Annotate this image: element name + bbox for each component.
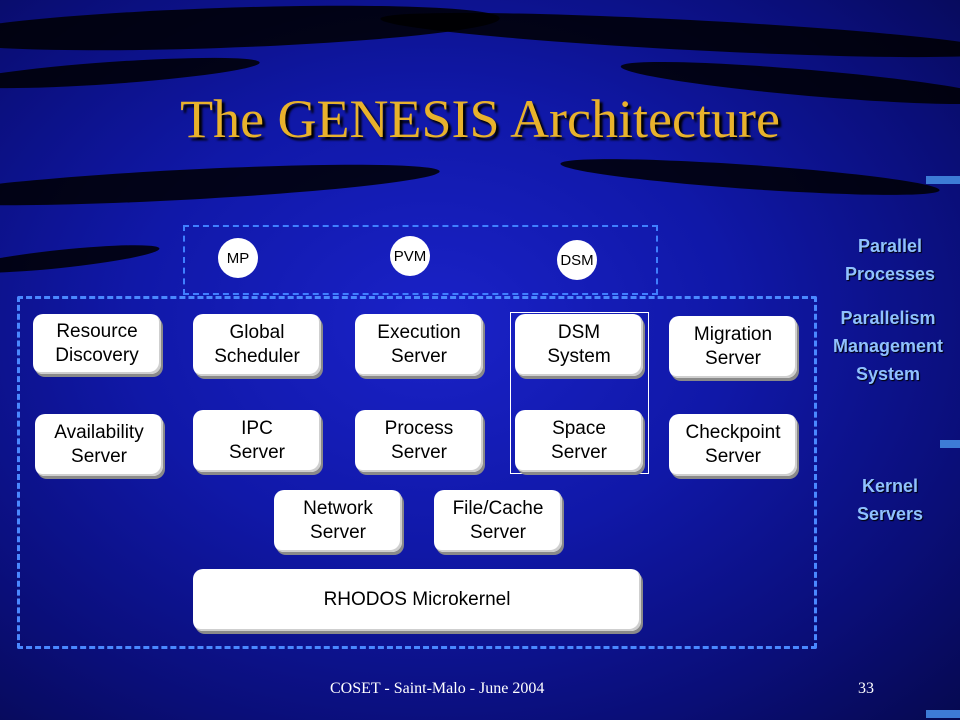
label-line: Parallel	[857, 236, 923, 256]
background-streak	[0, 239, 161, 279]
box-line: IPC	[241, 418, 273, 439]
dsm-node: DSM	[557, 240, 597, 280]
label-line: System	[855, 364, 921, 384]
box-line: Server	[391, 346, 447, 367]
rhodos-microkernel-box: RHODOS Microkernel	[193, 569, 641, 631]
box-line: RHODOS Microkernel	[323, 589, 511, 610]
genesis-region	[17, 296, 817, 649]
file-cache-server-box: File/Cache Server	[434, 490, 562, 552]
box-line: Server	[705, 446, 761, 467]
network-server-box: Network Server	[274, 490, 402, 552]
checkpoint-server-box: Checkpoint Server	[669, 414, 797, 476]
box-line: Checkpoint	[685, 422, 781, 443]
background-streak	[0, 156, 441, 214]
box-line: File/Cache	[452, 498, 544, 519]
kernel-servers-label: Kernel Servers	[820, 472, 960, 528]
box-line: Global	[229, 322, 285, 343]
box-line: Execution	[377, 322, 461, 343]
background-streak	[559, 151, 941, 203]
box-line: Resource	[56, 321, 138, 342]
slide-title: The GENESIS Architecture	[180, 89, 780, 149]
slide-footer: COSET - Saint-Malo - June 2004	[330, 680, 545, 697]
background-streak	[379, 3, 960, 67]
parallelism-management-label: Parallelism Management System	[816, 304, 960, 388]
label-line: Parallelism	[840, 308, 936, 328]
box-line: System	[547, 346, 611, 367]
box-line: Process	[384, 418, 454, 439]
resource-discovery-box: Resource Discovery	[33, 314, 161, 374]
space-server-box: Space Server	[515, 410, 643, 472]
global-scheduler-box: Global Scheduler	[193, 314, 321, 376]
process-server-box: Process Server	[355, 410, 483, 472]
availability-server-box: Availability Server	[35, 414, 163, 476]
box-line: Discovery	[55, 345, 139, 366]
execution-server-box: Execution Server	[355, 314, 483, 376]
dsm-system-box: DSM System	[515, 314, 643, 376]
box-line: DSM	[557, 322, 601, 343]
box-line: Server	[229, 442, 285, 463]
pvm-node: PVM	[390, 236, 430, 276]
label-line: Management	[832, 336, 944, 356]
box-line: Server	[551, 442, 607, 463]
box-line: Server	[470, 522, 526, 543]
label-line: Servers	[856, 504, 924, 524]
box-line: Availability	[54, 422, 144, 443]
ipc-server-box: IPC Server	[193, 410, 321, 472]
box-line: Server	[71, 446, 127, 467]
box-line: Server	[310, 522, 366, 543]
box-line: Network	[303, 498, 373, 519]
box-line: Migration	[693, 324, 773, 345]
sidebar-bar	[926, 176, 960, 184]
mp-node: MP	[218, 238, 258, 278]
box-line: Server	[705, 348, 761, 369]
box-line: Space	[552, 418, 606, 439]
parallel-processes-region	[183, 225, 658, 295]
migration-server-box: Migration Server	[669, 316, 797, 378]
label-line: Processes	[844, 264, 936, 284]
sidebar-bar	[940, 440, 960, 448]
parallel-processes-label: Parallel Processes	[820, 232, 960, 288]
page-number: 33	[858, 680, 874, 697]
sidebar-bar	[926, 710, 960, 718]
label-line: Kernel	[861, 476, 919, 496]
dsm-group-frame	[510, 312, 649, 474]
box-line: Server	[391, 442, 447, 463]
box-line: Scheduler	[214, 346, 300, 367]
